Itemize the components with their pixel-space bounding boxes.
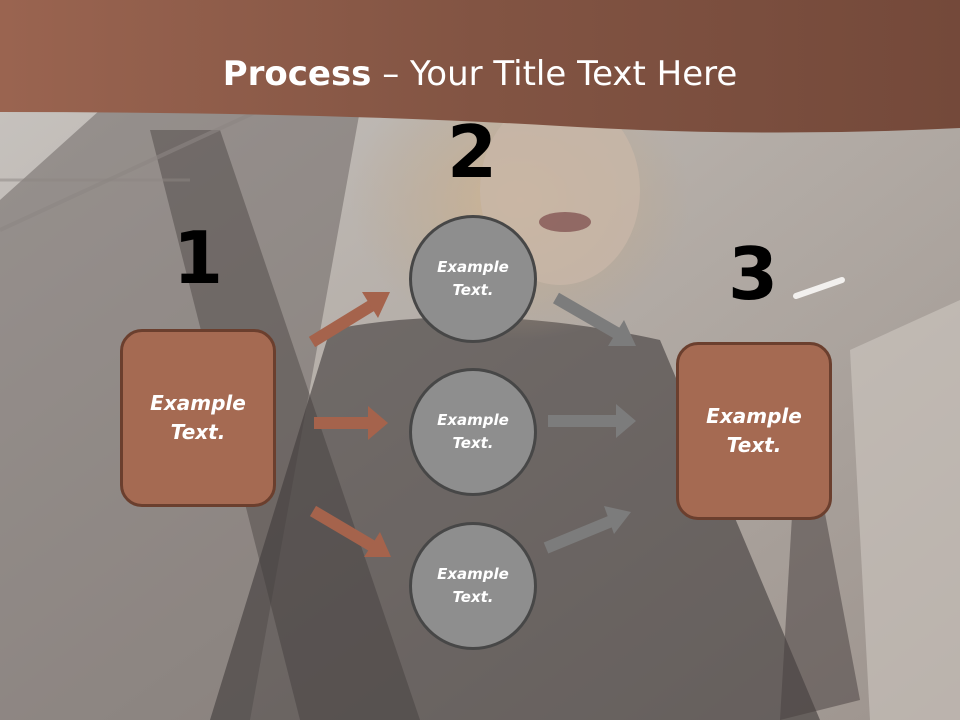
step-box-3-label: Example Text. (706, 404, 802, 457)
circle-1-label: Example Text. (437, 258, 509, 299)
step-number-3: 3 (727, 232, 779, 316)
title-bold: Process (222, 54, 372, 94)
arrow-circle3-box3 (543, 506, 631, 554)
arrow-box1-circle2 (314, 406, 388, 440)
step-box-1: Example Text. (120, 329, 276, 507)
title-rest: – Your Title Text Here (371, 54, 738, 94)
arrow-circle1-box3 (552, 292, 636, 346)
arrow-box1-circle3 (309, 505, 391, 557)
arrow-box1-circle1 (308, 292, 390, 348)
step-box-1-label: Example Text. (150, 391, 246, 444)
step-number-1: 1 (172, 216, 224, 300)
step-box-3: Example Text. (676, 342, 832, 520)
circle-3-label: Example Text. (437, 565, 509, 606)
arrow-circle2-box3 (548, 404, 636, 438)
page-title: Process – Your Title Text Here (0, 52, 960, 96)
circle-1: Example Text. (409, 215, 537, 343)
step-number-2: 2 (446, 110, 498, 194)
circle-3: Example Text. (409, 522, 537, 650)
circle-2: Example Text. (409, 368, 537, 496)
circle-2-label: Example Text. (437, 411, 509, 452)
